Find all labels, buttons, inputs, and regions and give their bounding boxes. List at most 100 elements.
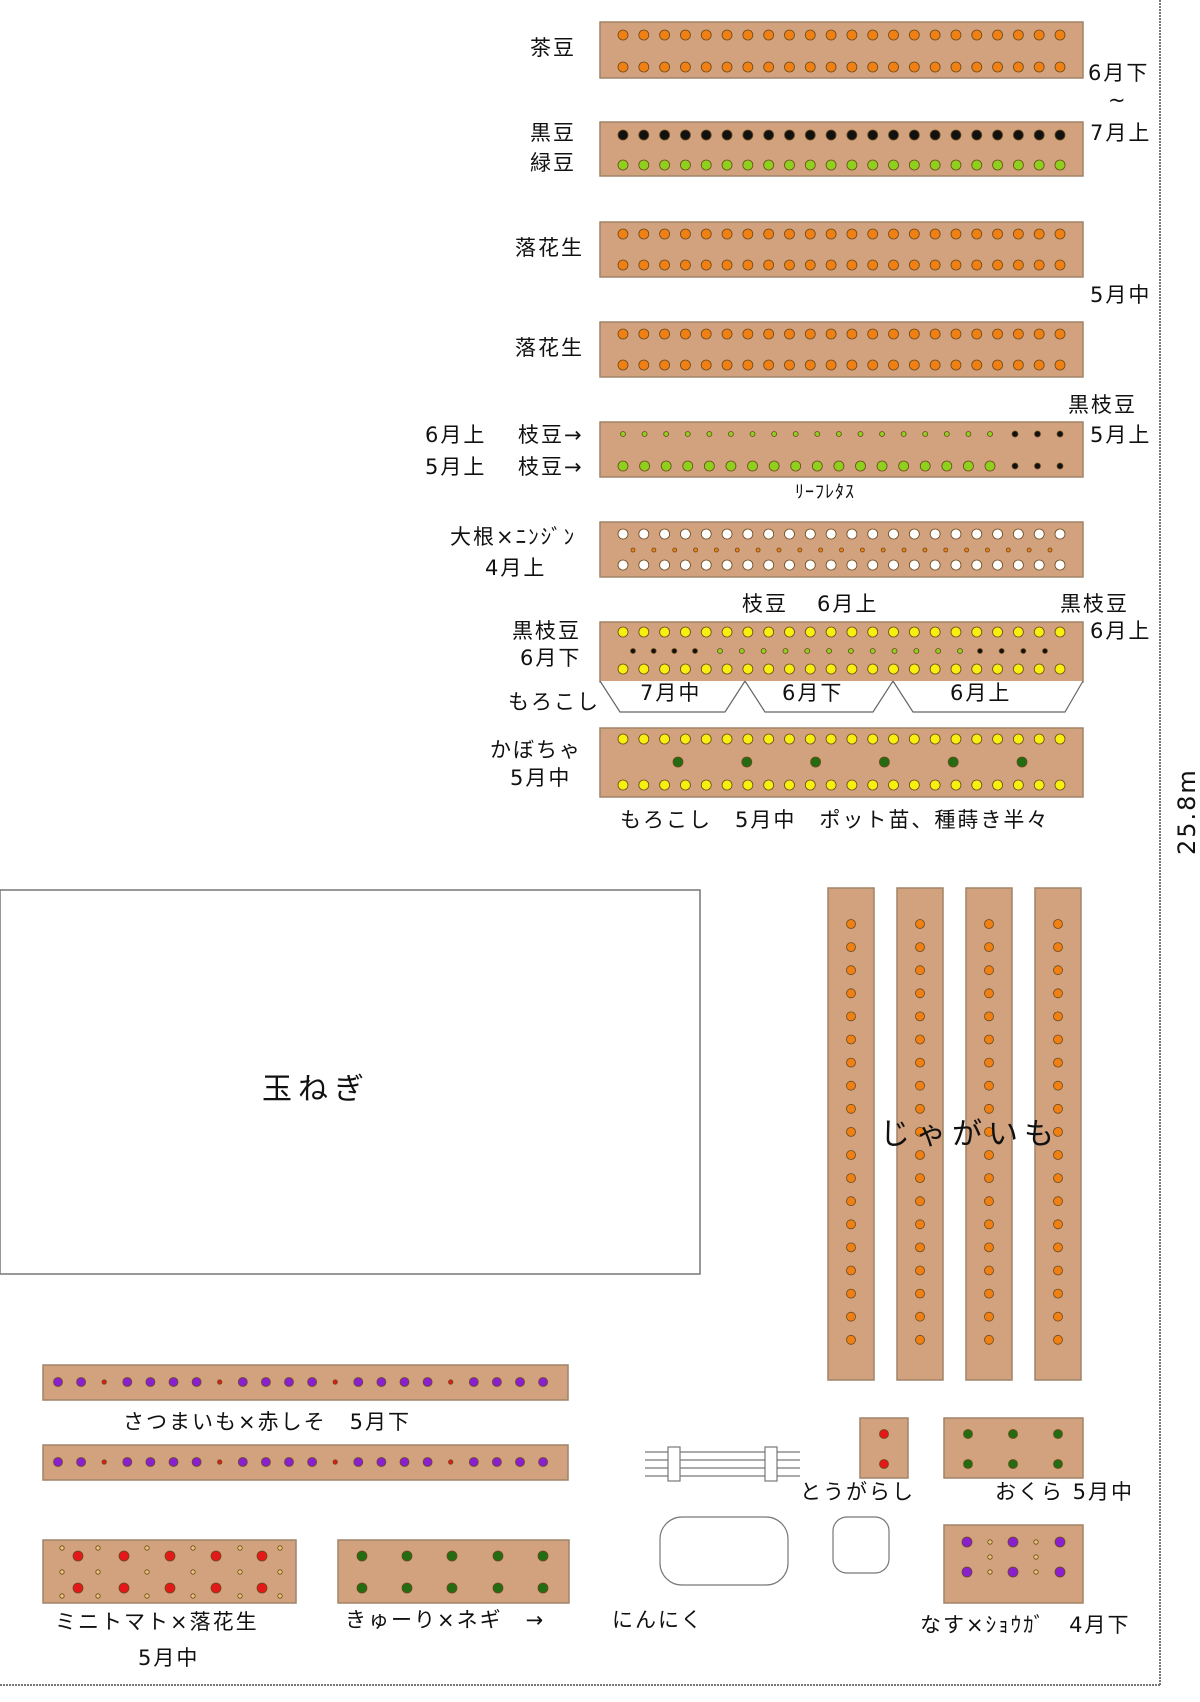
plant-minitomato: [118, 1550, 130, 1562]
plant-edamame: [913, 648, 920, 654]
label-timing-early-july: 7月上: [1090, 121, 1152, 145]
plant-rakkasei: [784, 328, 795, 340]
plant-edamame: [790, 460, 802, 472]
label-leaf-lettuce: ﾘｰﾌﾚﾀｽ: [795, 482, 855, 503]
plant-jagaimo: [984, 1011, 994, 1022]
plant-kyuuri: [492, 1550, 504, 1562]
plant-jagaimo: [984, 965, 994, 976]
plant-akashiso: [101, 1379, 107, 1385]
plant-edamame: [617, 460, 629, 472]
plant-morokoshi: [888, 626, 899, 638]
plant-kuromame: [700, 129, 712, 141]
plant-jagaimo: [915, 1173, 925, 1183]
plant-jagaimo: [915, 1334, 925, 1345]
plant-edamame: [984, 460, 996, 472]
plant-jagaimo: [1053, 1242, 1063, 1253]
plant-edamame: [738, 648, 745, 654]
plant-kuroedamame: [692, 648, 698, 654]
plant-morokoshi: [1033, 626, 1045, 638]
plant-chamame: [1012, 61, 1024, 73]
label-minitomato: ミニトマト×落花生: [55, 1610, 259, 1634]
plant-jagaimo: [984, 1219, 994, 1230]
plant-minitomato: [164, 1550, 176, 1562]
plant-jagaimo: [1053, 1011, 1063, 1022]
plant-morokoshi: [1054, 626, 1066, 638]
plant-ryokutou: [908, 159, 920, 171]
plant-daikon: [742, 559, 754, 571]
morokoshi-subzones: [599, 680, 1084, 713]
plant-satsumaimo: [76, 1377, 86, 1387]
plant-rakkasei-small: [277, 1593, 283, 1599]
plant-edamame: [639, 460, 650, 472]
plant-rakkasei: [908, 328, 920, 340]
plant-jagaimo: [915, 1242, 925, 1253]
plant-rakkasei: [617, 228, 629, 240]
plant-morokoshi: [742, 663, 754, 675]
plant-morokoshi: [950, 733, 962, 745]
plant-rakkasei: [867, 328, 879, 340]
plant-jagaimo: [846, 1265, 856, 1276]
plant-jagaimo: [1053, 942, 1063, 952]
plant-ryokutou: [846, 159, 858, 171]
plant-edamame: [760, 648, 767, 654]
plant-daikon: [992, 559, 1003, 571]
plant-jagaimo: [846, 988, 856, 999]
plant-minitomato: [72, 1550, 84, 1562]
plant-morokoshi: [721, 779, 733, 791]
plant-ninjin: [1047, 547, 1053, 553]
plant-kuroedamame: [1056, 462, 1064, 470]
plant-satsumaimo: [168, 1377, 179, 1387]
plant-morokoshi: [763, 626, 775, 638]
plant-rakkasei: [617, 359, 629, 371]
plant-kuromame: [867, 129, 879, 141]
plant-chamame: [908, 29, 920, 41]
plant-morokoshi: [992, 779, 1003, 791]
label-dimension: 25.8m: [1173, 768, 1200, 855]
plant-jagaimo: [1053, 1173, 1063, 1183]
plant-morokoshi: [659, 779, 671, 791]
plant-edamame: [682, 460, 694, 472]
plant-edamame: [869, 648, 876, 654]
plant-chamame: [638, 61, 650, 73]
plant-rakkasei: [638, 359, 650, 371]
plant-jagaimo: [846, 1011, 856, 1022]
plant-edamame: [935, 648, 942, 654]
plant-rakkasei: [804, 328, 816, 340]
label-ryokutou: 緑豆: [530, 151, 576, 175]
plant-rakkasei: [1012, 328, 1024, 340]
plant-rakkasei: [971, 228, 983, 240]
subzone-early-june: [892, 680, 1084, 713]
plant-kyuuri: [446, 1550, 458, 1562]
plant-jagaimo: [1053, 919, 1063, 929]
plant-minitomato: [72, 1582, 84, 1594]
plant-satsumaimo: [515, 1457, 525, 1467]
plant-satsumaimo: [422, 1377, 433, 1387]
plant-chamame: [867, 61, 879, 73]
plant-rakkasei: [721, 359, 733, 371]
plant-kuromame: [1054, 129, 1066, 141]
plant-rakkasei-small: [190, 1569, 196, 1575]
plant-rakkasei: [825, 328, 837, 340]
plant-satsumaimo: [399, 1377, 410, 1387]
plant-ninjin: [1026, 547, 1032, 553]
plant-rakkasei: [721, 228, 733, 240]
plant-akashiso: [101, 1459, 107, 1465]
plant-akashiso: [217, 1379, 223, 1385]
plant-morokoshi: [867, 779, 879, 791]
plant-shouga: [987, 1539, 993, 1545]
plant-rakkasei: [659, 228, 671, 240]
plant-kabocha: [1016, 756, 1028, 768]
plant-rakkasei: [659, 328, 671, 340]
plant-morokoshi: [971, 733, 983, 745]
plant-satsumaimo: [145, 1377, 156, 1387]
label-kuroedamame-left-timing: 6月下: [520, 646, 582, 670]
bed-kuromame-ryokutou: [599, 121, 1084, 177]
plant-jagaimo: [915, 1196, 925, 1207]
plant-rakkasei: [742, 228, 754, 240]
plant-rakkasei: [804, 359, 816, 371]
plant-morokoshi: [680, 779, 691, 791]
plant-rakkasei: [992, 259, 1003, 271]
plant-nasu: [1054, 1566, 1066, 1578]
plant-jagaimo: [984, 1242, 994, 1253]
plant-daikon: [846, 528, 858, 540]
